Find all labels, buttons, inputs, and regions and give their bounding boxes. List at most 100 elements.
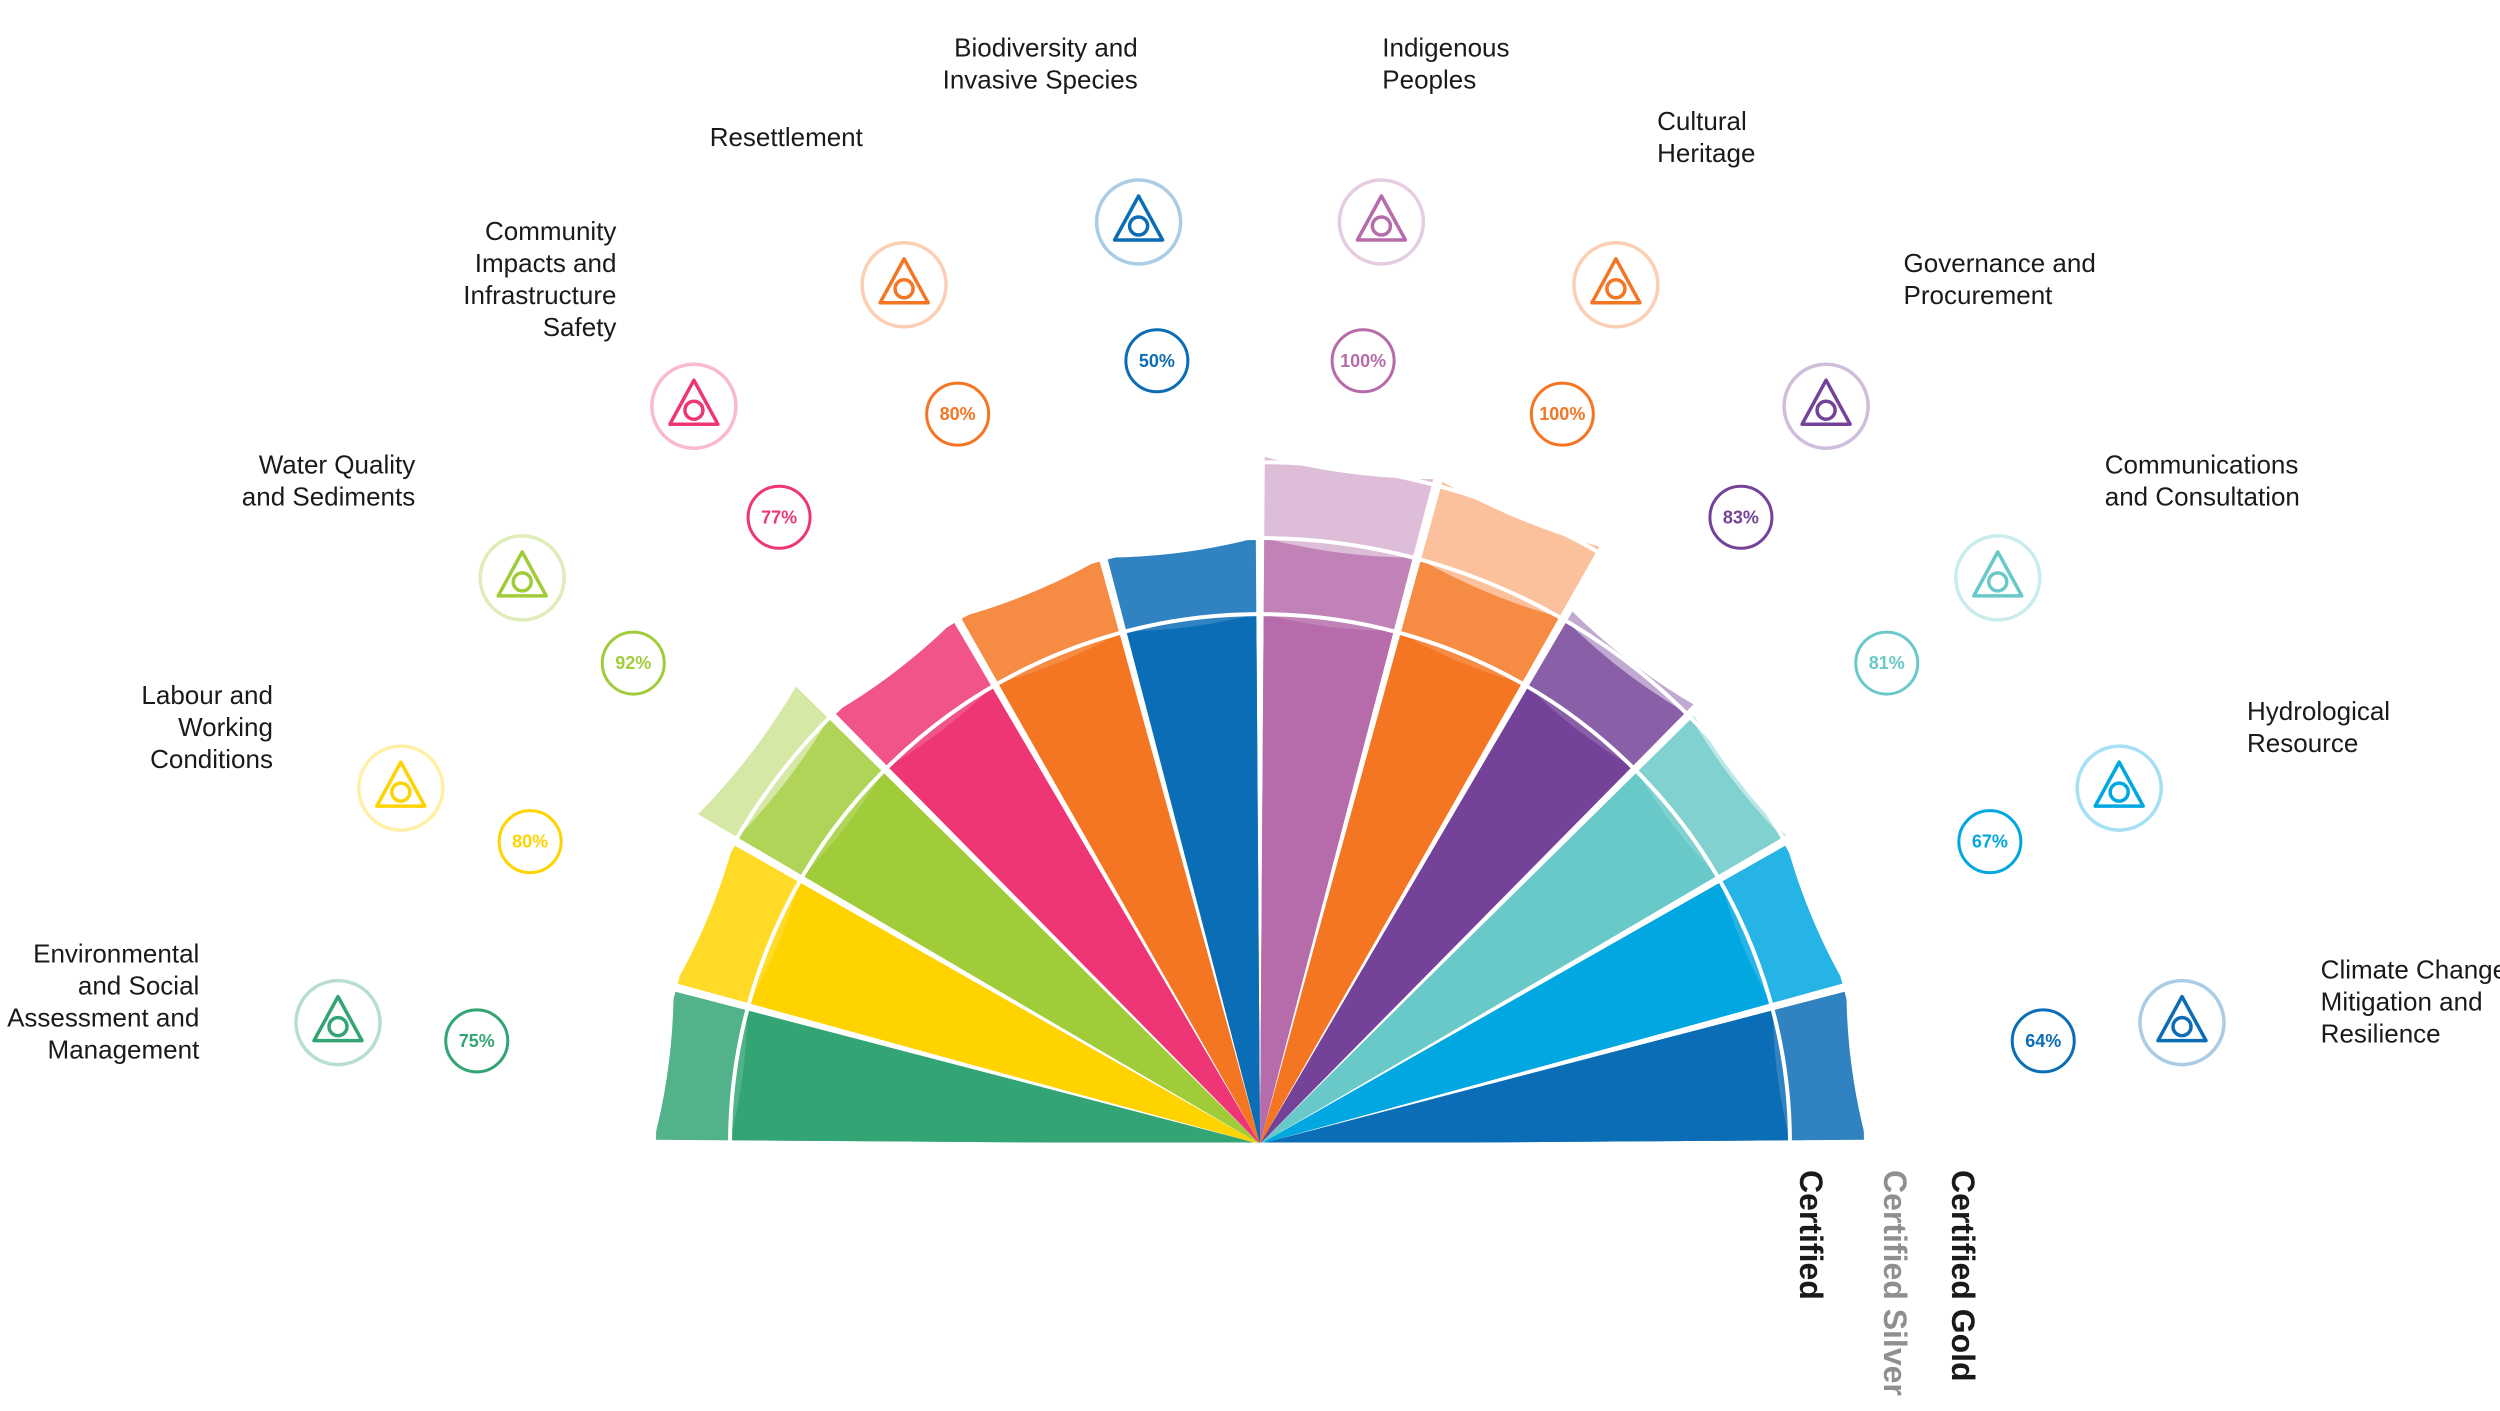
certified-band	[998, 633, 1260, 1144]
topic-sector	[675, 844, 1260, 1144]
water-cycle-icon	[2075, 744, 2163, 832]
percent-badge	[497, 809, 563, 875]
topic-label-line: Heritage	[1657, 138, 1755, 168]
topic-label-line: Resource	[2247, 728, 2358, 758]
topic-label-line: Working	[178, 712, 273, 742]
percent-badge	[1330, 328, 1396, 394]
topic-label-line: Indigenous	[1382, 32, 1509, 62]
house-trees-icon	[860, 241, 948, 329]
topic-sector	[1260, 844, 1845, 1144]
percent-label: 83%	[1723, 507, 1759, 527]
topic-label-line: Governance and	[1904, 248, 2096, 278]
rating-level-labels: Certified Certified Silver Certified Gold	[1793, 1170, 1981, 1396]
certified-band	[1260, 614, 1394, 1144]
topic-sector	[698, 686, 1260, 1144]
topic-label-line: Resilience	[2321, 1019, 2441, 1049]
chart-sectors	[654, 457, 1866, 1144]
topic-sector	[834, 621, 1260, 1144]
topic-label-line: Safety	[543, 312, 617, 342]
percent-badge	[1708, 484, 1774, 550]
percent-badge	[1124, 328, 1190, 394]
certified-band	[1260, 633, 1522, 1144]
topic-label-line: Community	[485, 216, 616, 246]
topic-sector	[1260, 715, 1786, 1144]
topic-label-line: Procurement	[1904, 280, 2054, 310]
percent-label: 81%	[1869, 653, 1905, 673]
topic-sector	[1260, 457, 1434, 1144]
percent-label: 64%	[2025, 1031, 2061, 1051]
topic-annotation: 80% Resettlement	[710, 122, 991, 447]
topic-label-line: Infrastructure	[463, 280, 616, 310]
rating-level-label: Certified Gold	[1945, 1170, 1981, 1382]
percent-badge	[746, 484, 812, 550]
person-trees-icon	[294, 978, 382, 1067]
certified-band	[1126, 614, 1260, 1144]
percent-badge	[2010, 1008, 2076, 1074]
birds-tree-fish-icon	[1094, 178, 1183, 266]
rating-level-label: Certified Silver	[1877, 1170, 1913, 1396]
topic-label-line: Labour and	[141, 680, 273, 710]
percent-label: 92%	[615, 653, 651, 673]
percent-label: 50%	[1139, 351, 1175, 371]
percent-label: 77%	[761, 507, 797, 527]
percent-badge	[1854, 630, 1920, 696]
water-drop-layers-icon	[478, 534, 566, 622]
topic-label-line: Cultural	[1657, 106, 1747, 136]
percent-label: 80%	[512, 832, 548, 852]
certified-band	[802, 771, 1260, 1144]
topic-label-line: Assessment and	[7, 1003, 199, 1033]
topic-label-line: Hydrological	[2247, 696, 2390, 726]
topic-label-line: Peoples	[1382, 64, 1476, 94]
certified-band	[1260, 882, 1771, 1144]
topic-label-line: and Sediments	[242, 481, 415, 511]
topic-sector	[654, 991, 1260, 1144]
certified-band	[1260, 771, 1718, 1144]
percent-label: 100%	[1340, 351, 1386, 371]
certified-band	[730, 1010, 1260, 1144]
certified-band	[749, 882, 1260, 1144]
topic-sector	[1107, 538, 1260, 1144]
hard-hat-warning-icon	[357, 744, 445, 832]
topic-label-line: Invasive Species	[943, 64, 1138, 94]
percent-badge	[1957, 809, 2023, 875]
rating-level-label: Certified	[1793, 1170, 1829, 1300]
house-dam-icon	[650, 362, 738, 450]
percent-label: 100%	[1539, 404, 1585, 424]
topic-label-line: Mitigation and	[2321, 987, 2483, 1017]
topic-label-line: Management	[48, 1035, 201, 1065]
topic-label-line: Biodiversity and	[954, 32, 1138, 62]
checklist-cart-icon	[1782, 362, 1870, 450]
topic-label-line: Conditions	[150, 744, 273, 774]
ring-boundary	[576, 460, 1944, 1145]
cloud-plus-minus-icon	[2138, 978, 2226, 1067]
speech-bubbles-icon	[1954, 534, 2042, 622]
percent-label: 80%	[940, 404, 976, 424]
percent-label: 67%	[1972, 832, 2008, 852]
topic-label-line: Resettlement	[710, 122, 864, 152]
ring-boundary	[728, 612, 1792, 1145]
topic-label-line: Climate Change	[2321, 955, 2500, 985]
family-river-icon	[1337, 178, 1426, 266]
certified-band	[887, 686, 1260, 1144]
percent-badge	[925, 381, 991, 447]
topic-label-line: and Consultation	[2105, 481, 2300, 511]
topic-sector	[1260, 611, 1694, 1144]
topic-label-line: Environmental	[33, 939, 199, 969]
topic-sector	[1260, 991, 1866, 1144]
certified-band	[1260, 686, 1633, 1144]
topic-label-line: and Social	[78, 971, 199, 1001]
percent-badge	[444, 1008, 510, 1074]
pattern-diamond-icon	[1572, 241, 1660, 329]
percent-label: 75%	[459, 1031, 495, 1051]
